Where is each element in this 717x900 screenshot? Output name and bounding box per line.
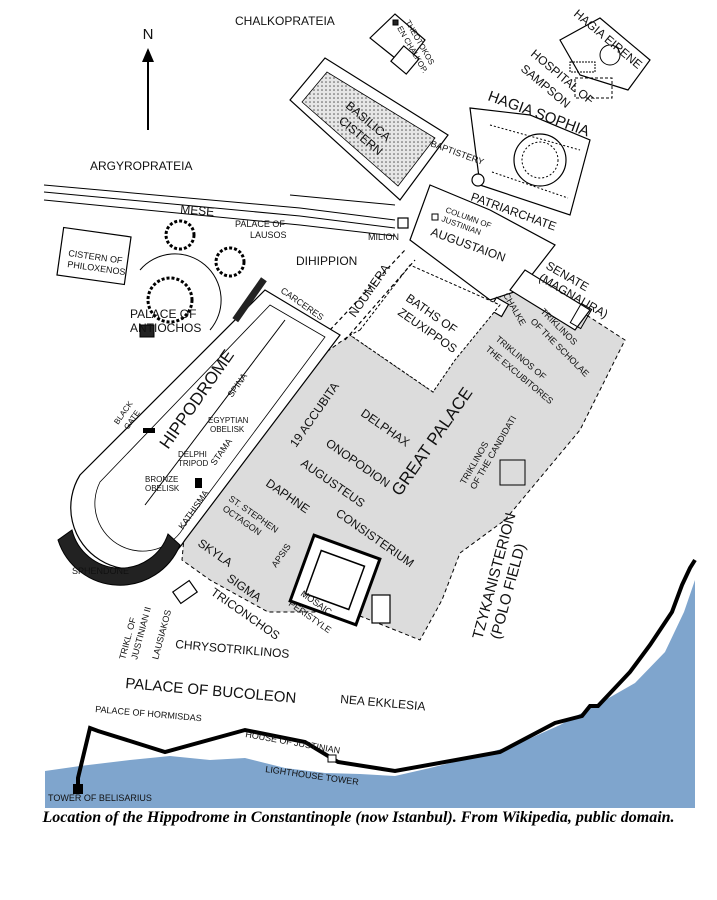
label-delphi-1: DELPHI [178,450,207,459]
label-bronze-obelisk-2: OBELISK [145,484,180,493]
mosaic-peristyle [288,533,382,627]
label-palace-hormisdas: PALACE OF HORMISDAS [95,704,202,723]
label-dihippion: DIHIPPION [296,254,357,268]
label-antiochos-1: PALACE OF [130,307,196,321]
label-nea-ekklesia: NEA EKKLESIA [340,692,426,713]
sea-area [45,580,695,808]
figure-caption: Location of the Hippodrome in Constantin… [42,809,675,826]
milion-marker [397,217,409,229]
black-gate-marker [143,428,155,433]
hagia-sophia [469,107,591,216]
label-house-justinian: HOUSE OF JUSTINIAN [245,729,341,756]
label-tower-belisarius: TOWER OF BELISARIUS [48,793,152,803]
baptistery-marker [471,173,485,187]
label-lausiakos: LAUSIAKOS [150,609,173,661]
senate-building [509,269,591,331]
label-chalkoprateia: CHALKOPRATEIA [235,14,335,28]
mese-road [43,184,396,221]
tower-of-belisarius-marker [73,784,83,794]
noumera-road [329,249,406,331]
label-milion: MILION [368,232,399,242]
label-argyroprateia: ARGYROPRATEIA [90,159,192,173]
palace-of-antiochos [146,276,194,324]
label-sphendone: SPHENDONE [72,566,129,576]
sea-wall [76,558,697,790]
sphendone-seating [57,529,181,586]
hippodrome-arena [94,304,326,552]
label-bronze-obelisk-1: BRONZE [145,475,178,484]
hagia-eirene [559,17,651,91]
label-antiochos-2: ANTIOCHOS [130,321,201,335]
label-lausos-2: LAUSOS [250,230,287,240]
carceres-block [232,277,267,323]
triklinos-candidati-building [499,459,526,486]
spina [144,319,286,506]
trikl-justinian-marker [171,579,199,605]
basilica-cistern-interior [301,71,436,187]
column-of-justinian [431,213,439,221]
hospital-of-sampson [574,77,613,99]
label-delphi-2: TRIPOD [178,459,208,468]
augustaion-square [409,184,556,301]
label-lausos-1: PALACE OF [235,219,285,229]
label-egyptian-obelisk-1: EGYPTIAN [208,416,249,425]
palace-of-lausos [164,219,196,251]
lighthouse-marker [327,754,337,763]
cistern-of-philoxenos [56,226,132,286]
kathisma-marker [195,478,202,488]
label-mese: MESE [180,202,215,219]
compass-label: N [143,26,154,43]
label-palace-bucoleon: PALACE OF BUCOLEON [125,675,297,707]
label-egyptian-obelisk-2: OBELISK [210,425,245,434]
